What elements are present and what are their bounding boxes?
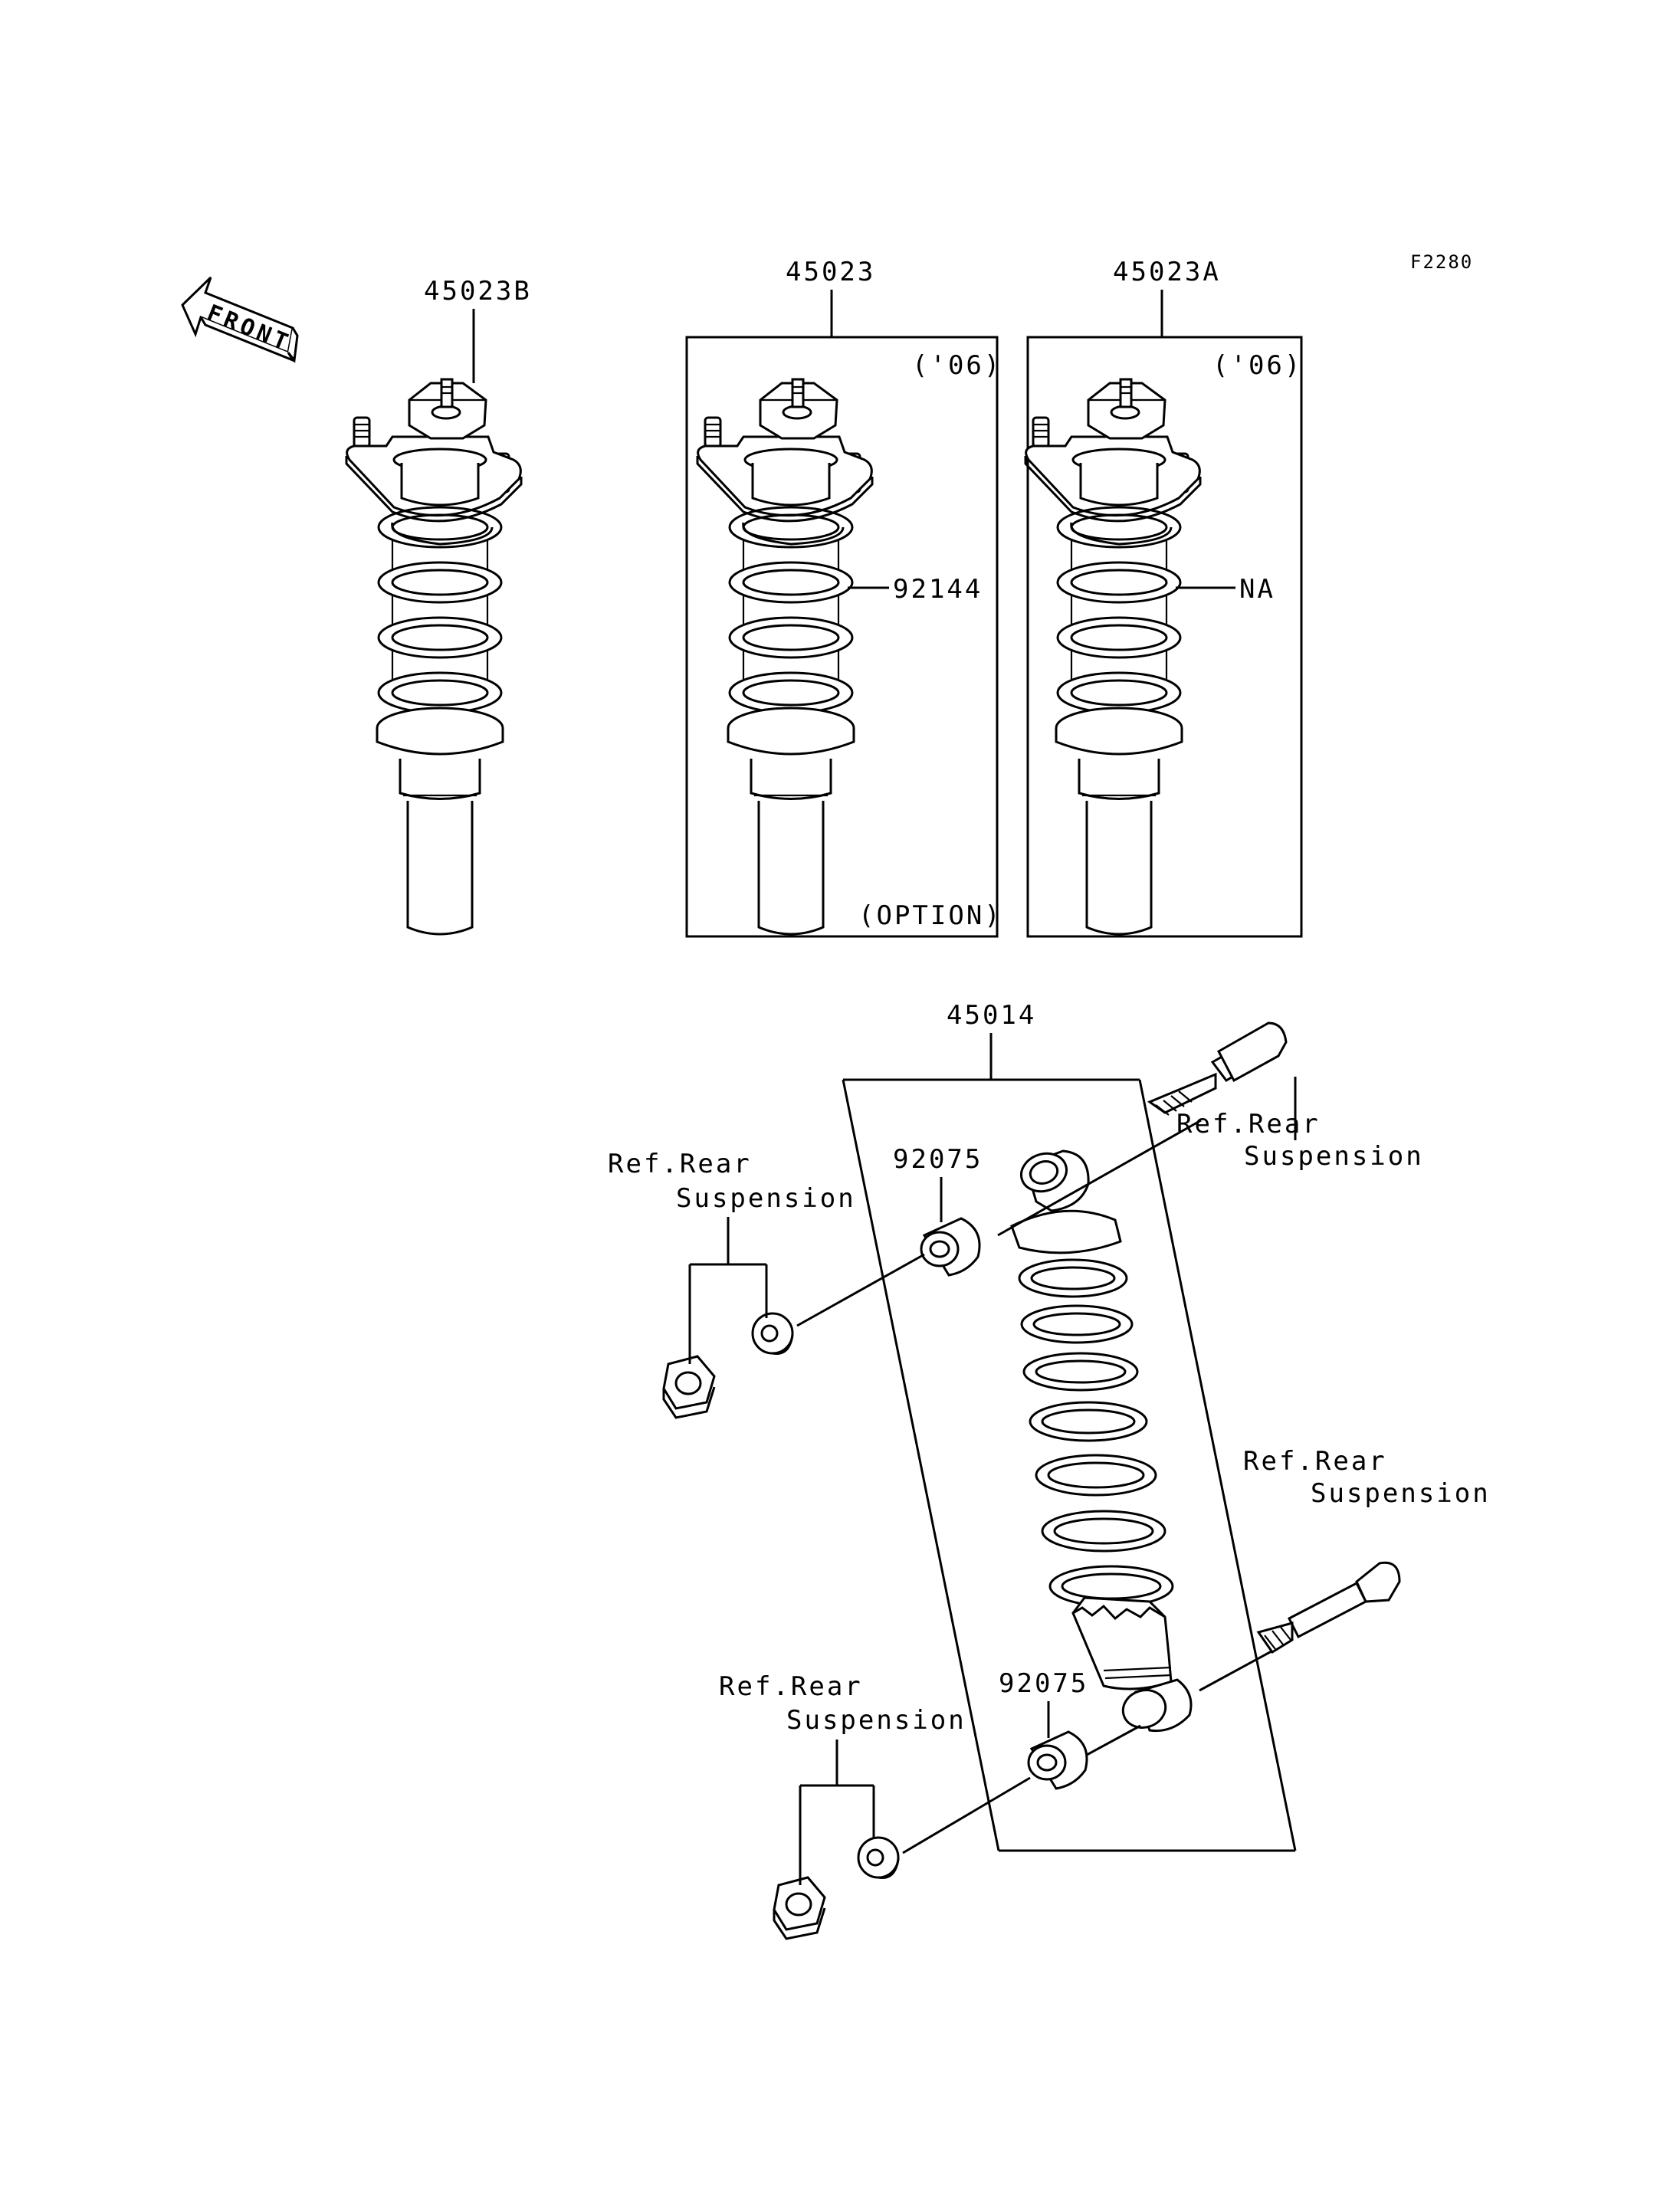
front-arrow-icon: FRONT: [181, 276, 299, 363]
label-92144: 92144: [893, 574, 983, 605]
figure-code: F2280: [1410, 251, 1473, 273]
year-label-45023: ('06): [912, 350, 1002, 381]
ref-upper-right-line2: Suspension: [1244, 1141, 1424, 1172]
label-92075-lower: 92075: [999, 1668, 1088, 1699]
front-shock-45023a: [1024, 378, 1202, 936]
ref-upper-right-line1: Ref.Rear: [1176, 1109, 1321, 1139]
label-45014: 45014: [947, 1000, 1036, 1031]
rear-shock-bracket: [842, 1078, 1297, 1852]
lower-bolt: [1199, 1561, 1401, 1692]
upper-left-washer: [751, 1312, 794, 1355]
option-box-45023a: [1026, 336, 1303, 938]
front-shock-45023: [696, 378, 874, 936]
front-arrow-label: FRONT: [203, 300, 295, 358]
ref-upper-left-line2: Suspension: [676, 1183, 856, 1214]
lower-bushing-92075: [1027, 1730, 1088, 1790]
front-shock-45023b: [345, 378, 523, 936]
lower-left-washer: [857, 1836, 900, 1879]
ref-lower-left-line2: Suspension: [786, 1705, 966, 1736]
label-45023a: 45023A: [1113, 257, 1221, 287]
upper-bolt: [997, 1021, 1288, 1237]
ref-lower-left-line1: Ref.Rear: [719, 1671, 863, 1702]
label-na: NA: [1239, 574, 1275, 605]
ref-lower-right-line2: Suspension: [1311, 1478, 1491, 1509]
upper-bushing-92075: [920, 1217, 981, 1277]
option-label: (OPTION): [858, 900, 1002, 931]
year-label-45023a: ('06): [1212, 350, 1302, 381]
label-45023b: 45023B: [424, 276, 532, 307]
lower-left-nut: [773, 1876, 826, 1940]
ref-lower-right-line1: Ref.Rear: [1243, 1446, 1387, 1477]
label-45023: 45023: [786, 257, 875, 287]
option-box-45023: [685, 336, 999, 938]
label-92075-upper: 92075: [893, 1144, 983, 1175]
ref-upper-left-line1: Ref.Rear: [608, 1149, 752, 1179]
rear-shock-45014: [1010, 1149, 1193, 1733]
upper-left-nut: [662, 1355, 716, 1419]
